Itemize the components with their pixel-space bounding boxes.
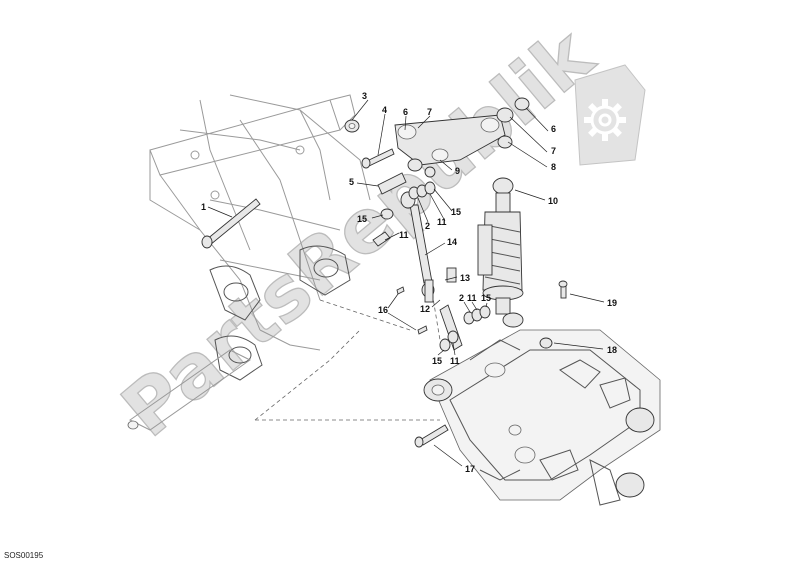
callout-2-lower[interactable]: 2 [459,293,464,303]
callout-6-left[interactable]: 6 [403,107,408,117]
callout-11-b[interactable]: 11 [437,217,447,227]
callout-17[interactable]: 17 [465,464,475,474]
callout-8[interactable]: 8 [551,162,556,172]
callout-13[interactable]: 13 [460,273,470,283]
frame-sketch [127,94,371,431]
callout-10[interactable]: 10 [548,196,558,206]
callout-11-c[interactable]: 11 [467,293,477,303]
callout-14[interactable]: 14 [447,237,457,247]
rocker-linkage [394,114,506,166]
callout-15-b[interactable]: 15 [451,207,461,217]
callout-15-d[interactable]: 15 [432,356,442,366]
callout-15-a[interactable]: 15 [357,214,367,224]
callout-7-left[interactable]: 7 [427,107,432,117]
leader-lines [207,99,605,467]
drawing-code: SOS00195 [4,551,44,560]
callout-9[interactable]: 9 [455,166,460,176]
callout-4[interactable]: 4 [382,105,387,115]
callout-6-right[interactable]: 6 [551,124,556,134]
callout-16[interactable]: 16 [378,305,388,315]
callout-11-d[interactable]: 11 [450,356,460,366]
callout-11-a[interactable]: 11 [399,230,409,240]
callout-18[interactable]: 18 [607,345,617,355]
callout-5[interactable]: 5 [349,177,354,187]
callout-7-right[interactable]: 7 [551,146,556,156]
callout-2-upper[interactable]: 2 [425,221,430,231]
hardware [201,97,568,448]
watermark-gear-icon [574,64,646,166]
callout-12[interactable]: 12 [420,304,430,314]
rear-shock-absorber [477,177,524,328]
swingarm [423,329,661,506]
callout-19[interactable]: 19 [607,298,617,308]
callout-1[interactable]: 1 [201,202,206,212]
callouts: 1 2 2 3 4 5 6 6 7 7 8 9 10 11 11 11 11 1… [201,91,617,474]
callout-15-c[interactable]: 15 [481,293,491,303]
callout-3[interactable]: 3 [362,91,367,101]
